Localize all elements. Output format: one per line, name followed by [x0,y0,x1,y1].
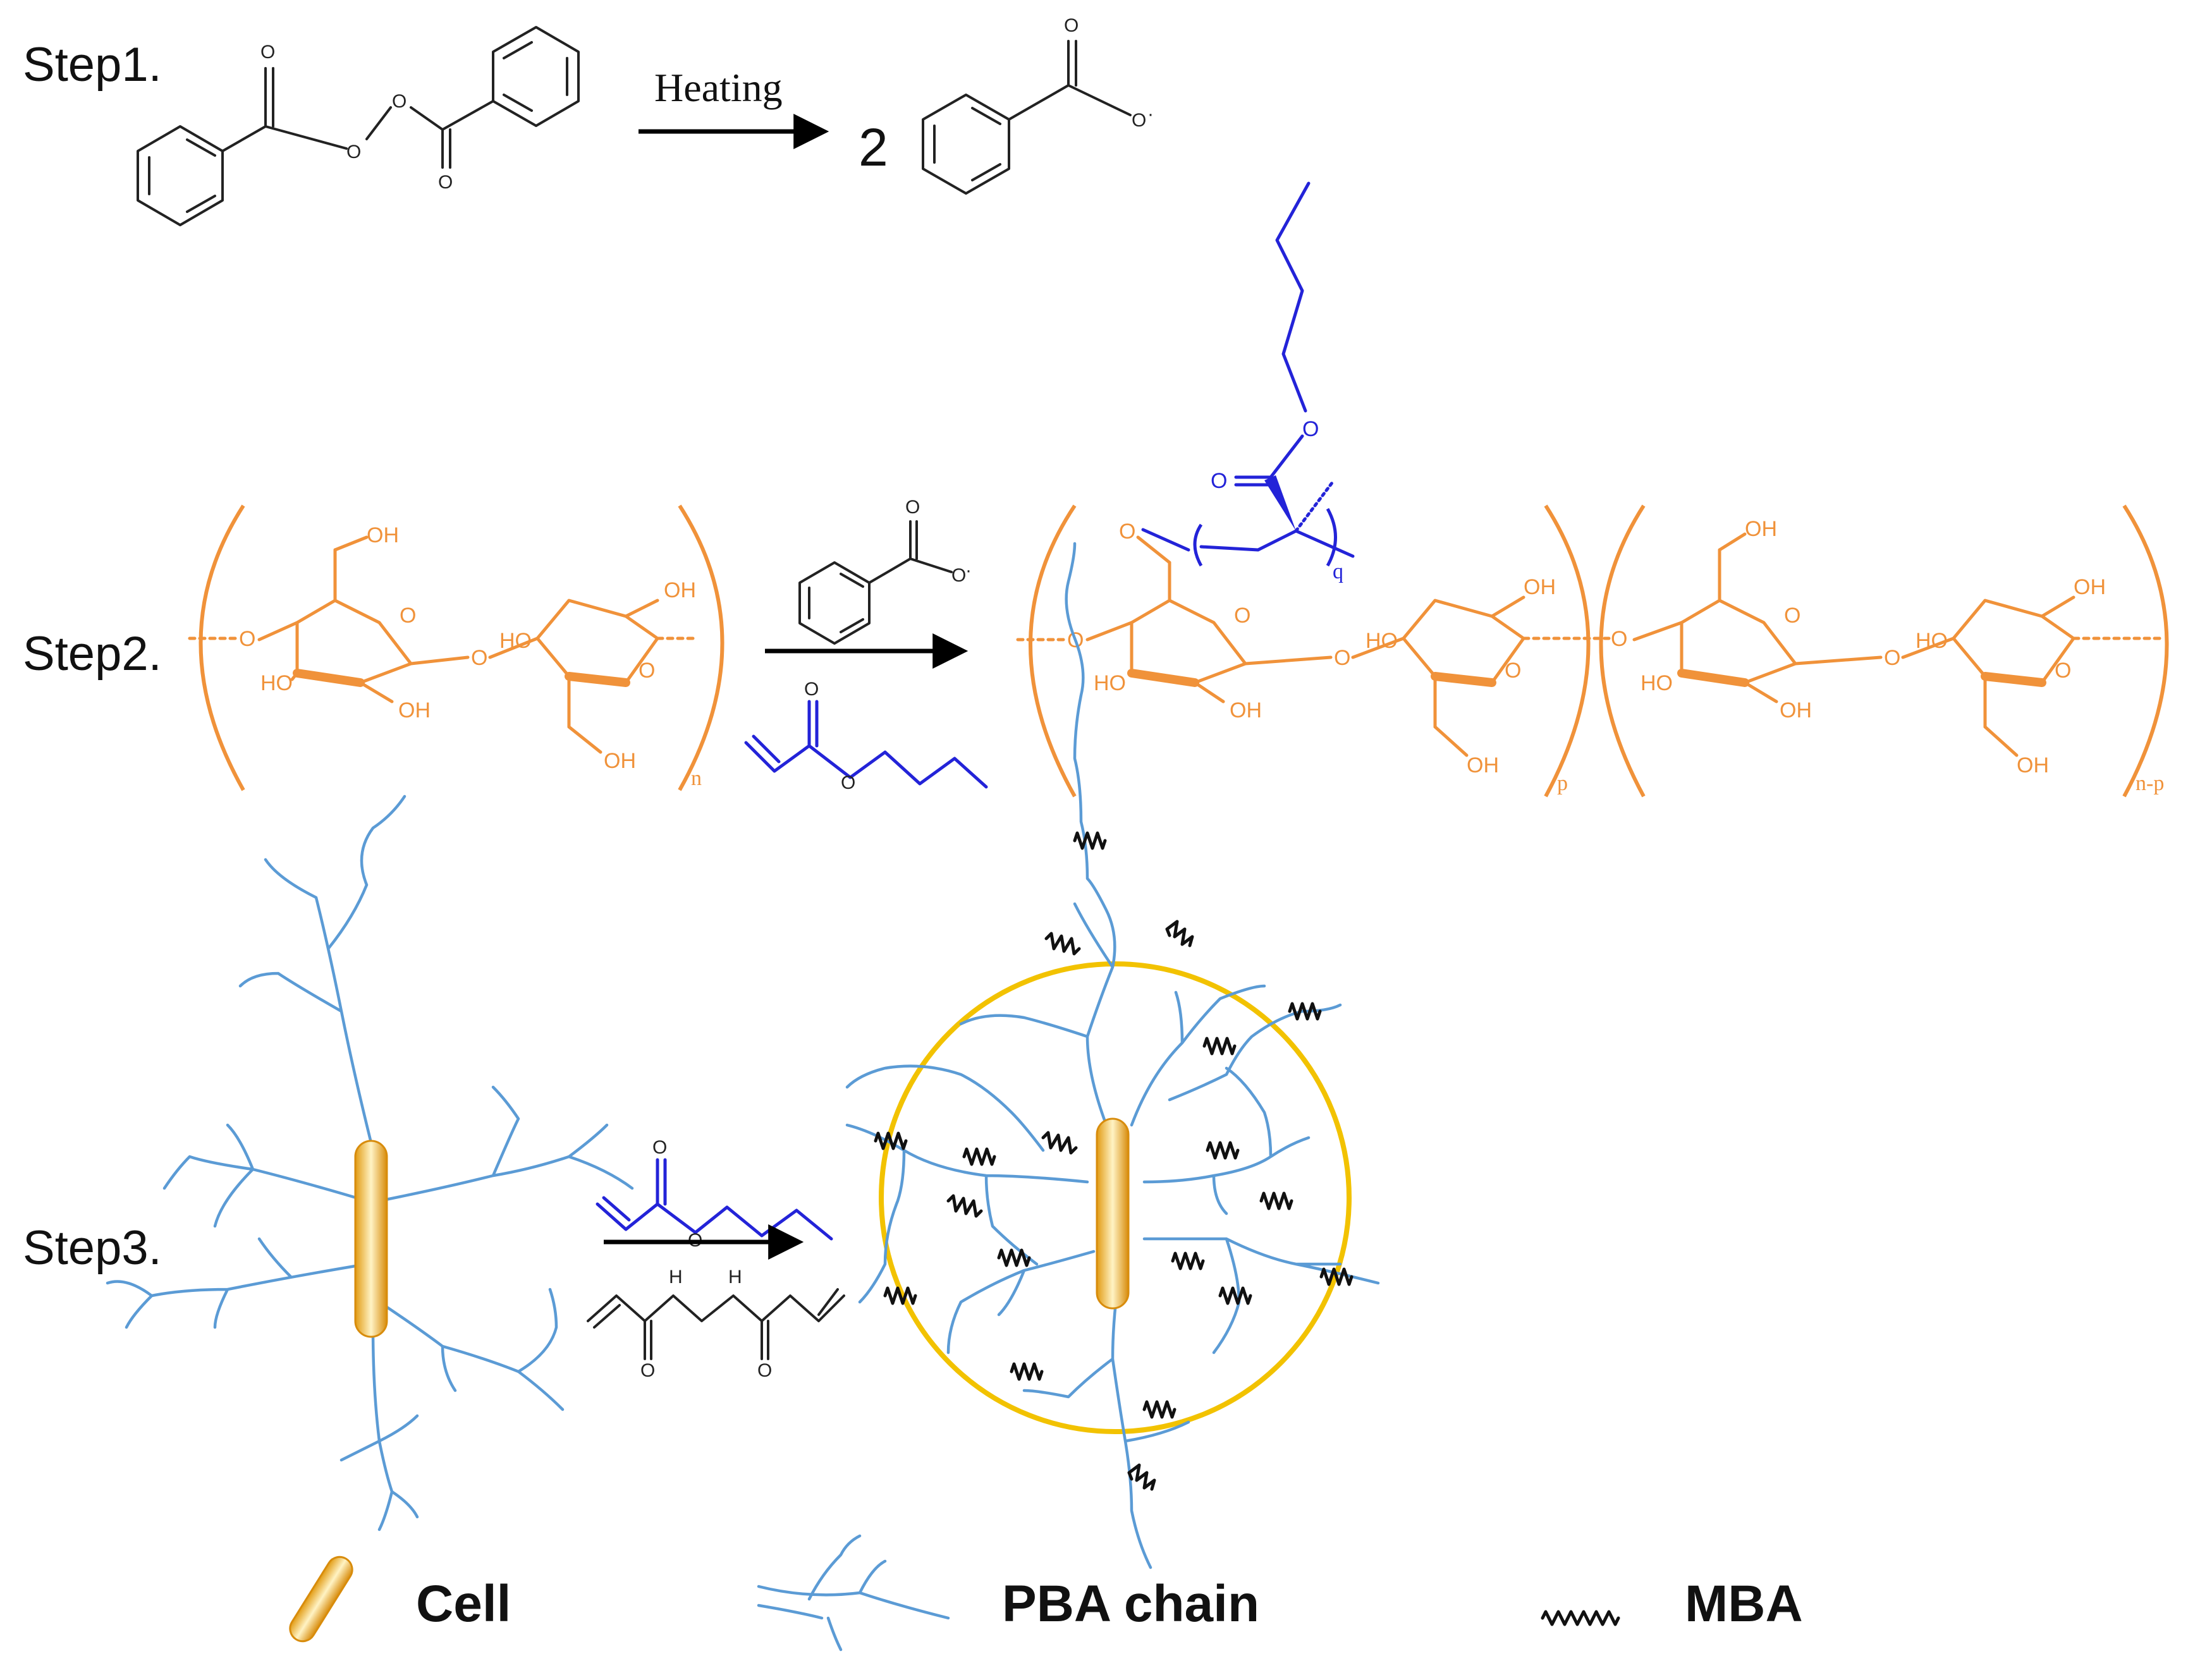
radical-o-2: O [1132,110,1146,131]
ba-o-2: O [841,772,855,793]
benzoyloxy-radical: O O · [922,15,1154,195]
ring-o-2: O [639,659,655,683]
butyl-acrylate-step3: O O [596,1137,833,1251]
p-oh-d: OH [2074,575,2106,599]
benzoyl-peroxide: O O O O [137,26,580,226]
step2-label: Step2. [23,627,162,681]
p-glyco-o-ab: O [1334,646,1350,670]
p-ho-a: HO [1094,671,1126,695]
mba-nh-2: H [728,1267,742,1287]
p-glyco-o-cd: O [1884,646,1900,670]
radical-initiator: O O · [798,497,972,645]
oh-c2-1: OH [398,698,431,722]
p-oh-d6: OH [2017,753,2049,777]
ba-o-1: O [804,679,819,700]
butyl-acrylate-monomer: O O [744,679,988,793]
oh-c2-2: OH [664,578,696,602]
coefficient-2: 2 [859,118,888,177]
p-ho-c: HO [1641,671,1673,695]
atom-o-1: O [260,42,275,63]
p-glyco-o-bc: O [1611,627,1627,651]
oh-c6-1: OH [367,523,399,547]
p-ho-d: HO [1916,629,1948,653]
p-ho-b: HO [1366,629,1398,653]
oh-c6-2: OH [604,749,636,773]
p-ring-o-d: O [2055,659,2071,683]
init-dot: · [965,560,972,581]
network-boundary [879,961,1352,1434]
init-o-2: O [951,565,966,586]
legend: Cell PBA chain MBA [289,1534,1803,1652]
cell-with-chains [106,794,634,1531]
p-oh-b: OH [1524,575,1556,599]
p-oh-c6: OH [1745,517,1777,541]
mba-nh-1: H [669,1267,683,1287]
step1-label: Step1. [23,38,162,92]
grafted-cellulose-product: O O HO OH O O HO OH O OH p O OH HO OH [1016,504,2169,798]
subscript-n: n [691,767,702,790]
p-oh-c: OH [1780,698,1812,722]
p-oh-b6: OH [1467,753,1499,777]
cell-rod-icon [354,1140,388,1338]
p-ring-o-b: O [1505,659,1521,683]
subscript-q: q [1333,560,1343,583]
mba-crosslinker-structure: O O H H [587,1267,845,1381]
p-oh-a: OH [1230,698,1262,722]
heating-label: Heating [654,65,783,110]
pba-graft-side-chain: q O O [1141,181,1355,583]
network-cell-rod [1096,1117,1130,1310]
s3-ba-o-1: O [652,1137,667,1158]
crosslinked-network [845,542,1380,1569]
glyco-o-left: O [239,627,255,651]
p-ring-o-a: O [1234,604,1250,628]
atom-o-4: O [438,172,453,193]
mba-o-1: O [640,1360,655,1381]
ho-c3-2: HO [499,629,532,653]
legend-pba-label: PBA chain [1002,1575,1259,1633]
legend-mba-label: MBA [1685,1575,1803,1633]
glyco-o-mid: O [471,646,487,670]
cell-legend-icon [289,1555,353,1643]
p-ring-o-c: O [1784,604,1800,628]
step3-label: Step3. [23,1221,162,1275]
mba-legend-icon [1541,1610,1620,1626]
legend-pba-chain: PBA chain [757,1534,1259,1652]
ring-o-1: O [400,604,416,628]
graft-ester-o: O [1302,417,1319,441]
pba-chain-legend-icon [757,1534,950,1652]
legend-cell-label: Cell [416,1575,511,1633]
cellulose-repeat-unit: O OH HO OH O O HO OH O OH n [188,504,724,791]
mba-o-2: O [757,1360,772,1381]
subscript-p: p [1557,772,1568,795]
legend-cell: Cell [289,1555,511,1643]
radical-dot: · [1147,104,1154,125]
graft-carbonyl-o: O [1211,469,1227,493]
atom-o-2: O [346,142,361,162]
p-graft-o: O [1119,520,1135,544]
radical-o-1: O [1064,15,1079,36]
init-o-1: O [905,497,920,518]
subscript-n-p: n-p [2136,772,2164,795]
ho-c3-1: HO [260,671,293,695]
atom-o-3: O [392,91,406,112]
legend-mba: MBA [1541,1575,1803,1633]
